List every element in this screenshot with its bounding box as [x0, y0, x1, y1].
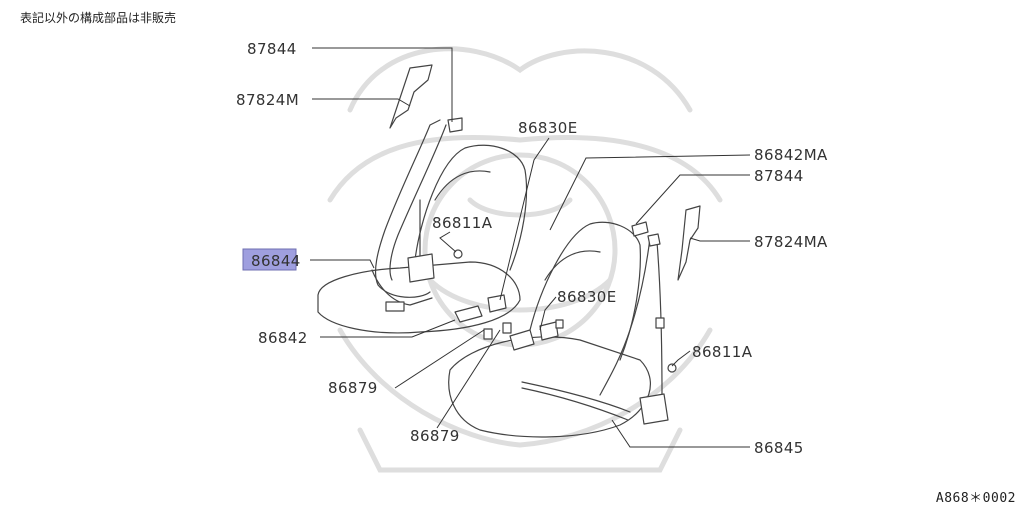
- part-label-86830e-middle[interactable]: 86830E: [557, 288, 617, 306]
- part-label-86830e-upper[interactable]: 86830E: [518, 119, 578, 137]
- diagram-code: A868＊0002: [935, 491, 1016, 506]
- part-label-86879-left[interactable]: 86879: [328, 379, 378, 397]
- part-label-86844[interactable]: 86844: [251, 252, 301, 270]
- highlight-box: [242, 248, 297, 271]
- part-label-86879-bottom[interactable]: 86879: [410, 427, 460, 445]
- part-label-87824m[interactable]: 87824M: [236, 91, 299, 109]
- part-label-86845[interactable]: 86845: [754, 439, 804, 457]
- part-label-86811a-right[interactable]: 86811A: [692, 343, 753, 361]
- part-label-86811a-left[interactable]: 86811A: [432, 214, 493, 232]
- part-label-87824ma[interactable]: 87824MA: [754, 233, 828, 251]
- part-label-87844-upper[interactable]: 87844: [247, 40, 297, 58]
- right-seat-drawing: [448, 205, 701, 438]
- part-label-86842[interactable]: 86842: [258, 329, 308, 347]
- parts-note: 表記以外の構成部品は非販売: [20, 11, 177, 25]
- part-label-87844-right[interactable]: 87844: [754, 167, 804, 185]
- left-seat-drawing: [317, 64, 528, 340]
- part-label-86842ma[interactable]: 86842MA: [754, 146, 828, 164]
- leader-lines: [310, 47, 751, 448]
